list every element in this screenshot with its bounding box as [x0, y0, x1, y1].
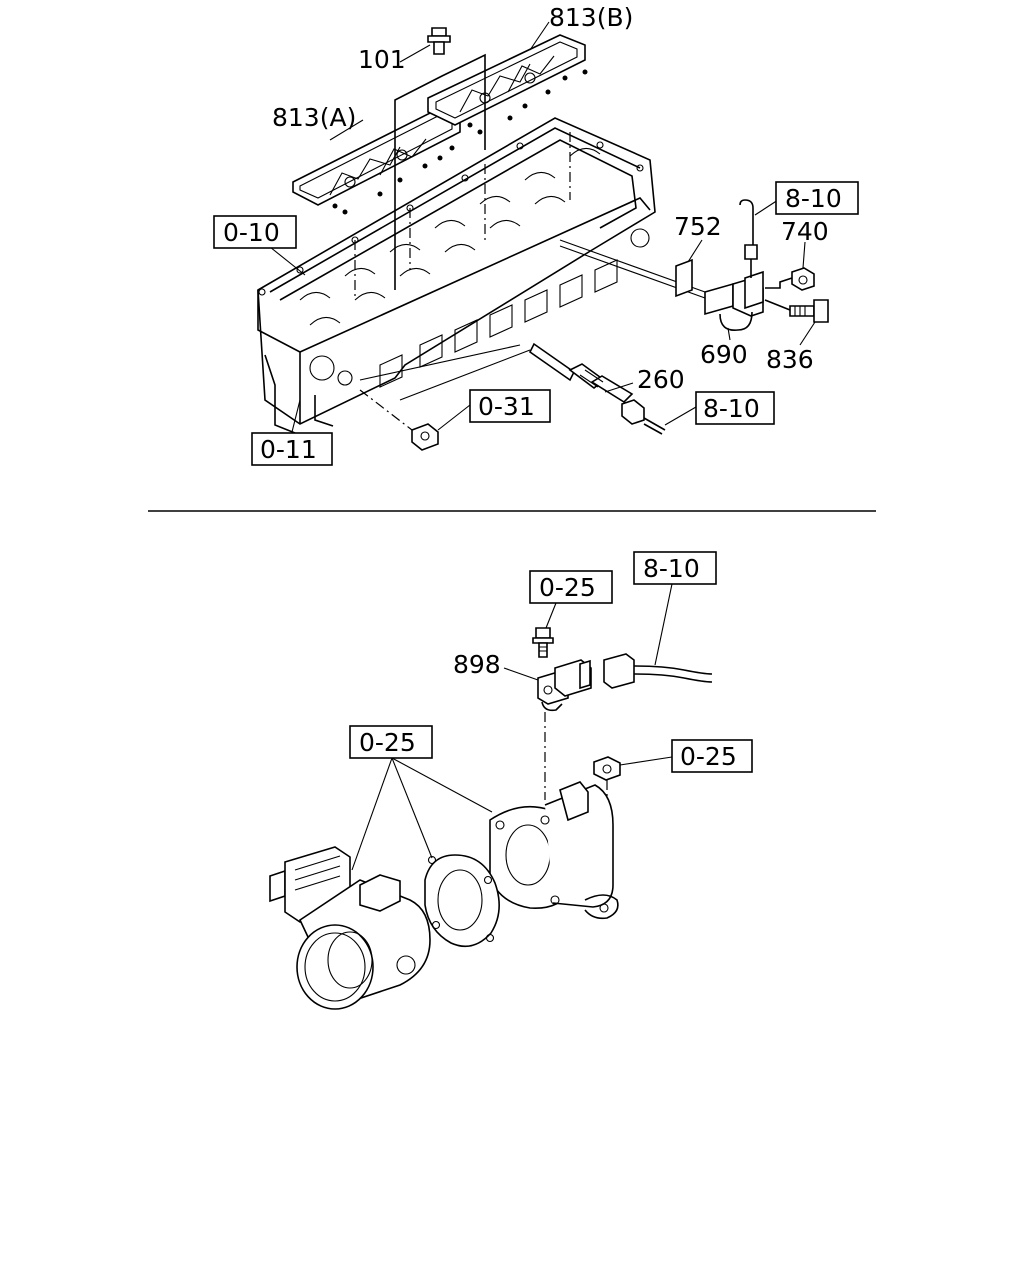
callout-752: 752	[674, 212, 722, 241]
plug-031-drawing	[359, 389, 439, 451]
ref-box-010	[213, 215, 297, 249]
upper-callouts: 813(B) 101 813(A) 752 740 690 836 260	[272, 3, 829, 394]
callout-101: 101	[358, 45, 406, 74]
gasket-752-drawing	[675, 258, 693, 298]
ref-010: 0-10	[223, 218, 280, 247]
cam-saddles	[299, 147, 601, 326]
callout-813a: 813(A)	[272, 103, 356, 132]
callout-836: 836	[766, 345, 814, 374]
ref-810-bottom: 8-10	[703, 394, 760, 423]
callout-740: 740	[781, 217, 829, 246]
ref-025-bolt: 0-25	[539, 573, 596, 602]
throttle-gasket-drawing	[424, 854, 500, 948]
gasket-813b-drawing	[427, 34, 588, 135]
ref-box-810-lower	[633, 551, 717, 585]
lower-ref-boxes: 0-25 8-10 0-25 0-25	[349, 551, 753, 773]
ref-box-031	[469, 389, 551, 423]
ref-box-025-nut	[671, 739, 753, 773]
bolt-holes	[258, 141, 644, 296]
bolt-836-drawing	[764, 299, 829, 323]
ref-box-025-bolt	[529, 570, 613, 604]
ref-810-top: 8-10	[785, 184, 842, 213]
intake-adapter-drawing	[489, 781, 619, 920]
ref-box-810-bottom	[695, 391, 775, 425]
bolt-025-drawing	[532, 602, 557, 658]
throttle-body-drawing	[269, 846, 431, 1010]
ref-box-011	[251, 432, 333, 466]
glow-plug-260-drawing	[359, 342, 634, 404]
ref-025-nut: 0-25	[680, 742, 737, 771]
lower-leaders	[351, 757, 493, 871]
callout-898: 898	[453, 650, 501, 679]
nut-740-drawing	[765, 267, 815, 291]
bolt-101-drawing	[394, 27, 486, 290]
ref-810-lower: 8-10	[643, 554, 700, 583]
ref-box-810-top	[775, 181, 859, 215]
harness-connector-drawing	[621, 399, 666, 435]
sensor-898-drawing	[503, 659, 592, 712]
callout-813b: 813(B)	[549, 3, 633, 32]
upper-leaders	[269, 21, 816, 433]
callout-260: 260	[637, 365, 685, 394]
upper-ref-boxes: 0-10 8-10 8-10 0-31 0-11	[213, 181, 859, 466]
ref-box-025-throttle	[349, 725, 433, 759]
callout-690: 690	[700, 340, 748, 369]
ref-031: 0-31	[478, 392, 535, 421]
harness-connector-lower-drawing	[603, 583, 713, 689]
ref-025-throttle: 0-25	[359, 728, 416, 757]
ref-011: 0-11	[260, 435, 317, 464]
lower-callouts: 898	[453, 650, 501, 679]
